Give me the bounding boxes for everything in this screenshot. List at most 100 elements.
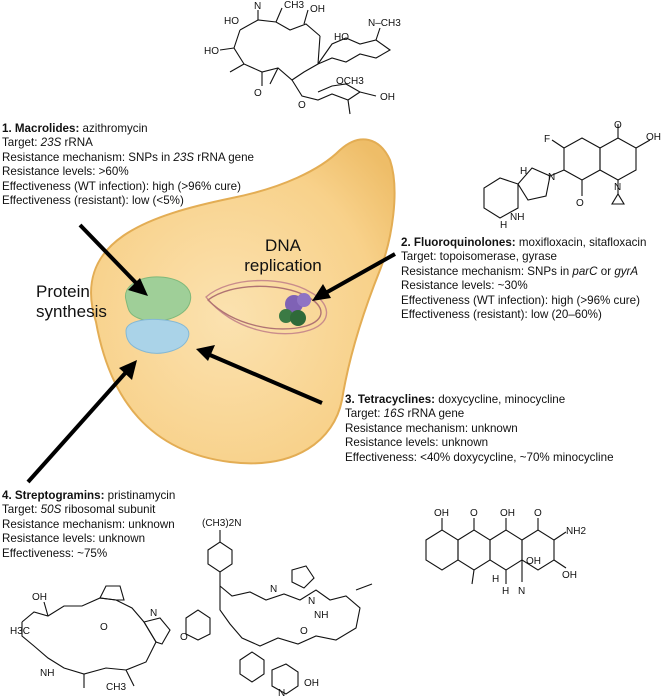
atom-n-2: N	[614, 182, 621, 193]
class-name: 3. Tetracyclines:	[345, 393, 436, 406]
ribosome-small-subunit	[125, 318, 190, 354]
fluoroquinolones-resistance: Resistance levels: ~30%	[401, 279, 528, 293]
target-suffix: rRNA gene	[404, 407, 465, 421]
streptogramins-mechanism: Resistance mechanism: unknown	[2, 517, 175, 531]
class-name: 1. Macrolides:	[2, 122, 80, 135]
protein-label-line1: Protein	[36, 282, 90, 301]
dna-label-line1: DNA	[265, 236, 301, 255]
atom-n-3: N	[548, 172, 555, 183]
drug-names: moxifloxacin, sitafloxacin	[515, 236, 647, 249]
pristinamycin-ia-structure: (CH3)2N N O N NH O OH N	[180, 518, 373, 698]
arrows	[26, 223, 396, 484]
macrolides-heading: 1. Macrolides: azithromycin	[2, 122, 254, 136]
mechanism-prefix: Resistance mechanism: SNPs in	[401, 264, 573, 278]
atom-ch3-2: CH3	[106, 682, 126, 693]
atom-o-4: O	[576, 198, 584, 209]
atom-o-3: O	[614, 120, 622, 131]
target-italic: 50S	[40, 503, 62, 517]
atom-n-ch3: N–CH3	[368, 18, 401, 29]
target-suffix: rRNA	[61, 136, 93, 150]
atom-n-4: N	[518, 586, 525, 597]
atom-oh-1: OH	[310, 4, 325, 15]
atom-n-1: N	[254, 1, 261, 12]
fluoroquinolones-mechanism: Resistance mechanism: SNPs in parC or gy…	[401, 265, 646, 279]
atom-ho-1: HO	[224, 16, 239, 27]
atom-oh-7: OH	[526, 556, 541, 567]
atom-oh-3: OH	[646, 132, 661, 143]
fluoroquinolones-target: Target: topoisomerase, gyrase	[401, 250, 557, 264]
tetracyclines-heading: 3. Tetracyclines: doxycycline, minocycli…	[345, 393, 614, 407]
target-prefix: Target:	[2, 136, 41, 150]
atom-n-8: N	[278, 688, 285, 698]
fluoroquinolones-effect-res: Effectiveness (resistant): low (20–60%)	[401, 308, 602, 322]
atom-nh2: NH2	[566, 526, 586, 537]
drug-names: pristinamycin	[104, 489, 176, 502]
streptogramins-target: Target: 50S ribosomal subunit	[2, 503, 175, 517]
atom-oh-8: OH	[32, 592, 47, 603]
class-name: 4. Streptogramins:	[2, 489, 105, 502]
tetracyclines-mechanism: Resistance mechanism: unknown	[345, 421, 518, 435]
fluoroquinolones-effect-wt: Effectiveness (WT infection): high (>96%…	[401, 293, 640, 307]
dna-label-line2: replication	[244, 256, 322, 275]
atom-nh-3: NH	[314, 610, 328, 621]
atom-nh: NH	[510, 212, 524, 223]
target-italic: 16S	[383, 407, 405, 421]
target-italic: 23S	[40, 136, 62, 150]
moxifloxacin-structure: F O OH N N O H NH H	[483, 120, 661, 230]
tetracyclines-info: 3. Tetracyclines: doxycycline, minocycli…	[345, 393, 614, 465]
atom-n-6: N	[270, 584, 277, 595]
atom-h-3: H	[492, 574, 499, 585]
atom-ho-3: HO	[334, 32, 349, 43]
macrolides-effect-res: Effectiveness (resistant): low (<5%)	[2, 194, 184, 208]
target-prefix: Target:	[2, 503, 41, 517]
atom-h-4: H	[502, 586, 509, 597]
atom-oh-4: OH	[434, 508, 449, 519]
dna-replication-label: DNA replication	[238, 236, 328, 276]
macrolides-resistance: Resistance levels: >60%	[2, 165, 129, 179]
streptogramins-info: 4. Streptogramins: pristinamycin Target:…	[2, 489, 175, 561]
atom-oh-6: OH	[562, 570, 577, 581]
atom-oh-5: OH	[500, 508, 515, 519]
fluoroquinolones-heading: 2. Fluoroquinolones: moxifloxacin, sitaf…	[401, 236, 646, 250]
protein-label-line2: synthesis	[36, 302, 107, 321]
atom-h-1: H	[520, 166, 527, 177]
atom-o-6: O	[534, 508, 542, 519]
atom-oh-9: OH	[304, 678, 319, 689]
tetracyclines-target: Target: 16S rRNA gene	[345, 407, 614, 421]
class-name: 2. Fluoroquinolones:	[401, 236, 516, 249]
streptogramins-resistance: Resistance levels: unknown	[2, 532, 146, 546]
protein-synthesis-label: Protein synthesis	[36, 282, 107, 322]
atom-ch3-1: CH3	[284, 0, 304, 11]
atom-ch3-2n: (CH3)2N	[202, 518, 241, 529]
atom-nh-2: NH	[40, 668, 54, 679]
atom-o-8: O	[180, 632, 188, 643]
drug-names: doxycycline, minocycline	[435, 393, 566, 406]
dna-strand	[205, 279, 328, 335]
atom-h-2: H	[500, 220, 507, 230]
atom-n-5: N	[150, 608, 157, 619]
atom-o-2: O	[298, 100, 306, 111]
atom-f: F	[544, 134, 550, 145]
atom-och3: OCH3	[336, 76, 364, 87]
tetracyclines-effectiveness: Effectiveness: <40% doxycycline, ~70% mi…	[345, 450, 614, 464]
macrolides-effect-wt: Effectiveness (WT infection): high (>96%…	[2, 179, 241, 193]
mechanism-italic: parC	[572, 264, 598, 278]
pristinamycin-iia-structure: OH H3C O N NH CH3	[10, 585, 171, 693]
atom-oh-2: OH	[380, 92, 395, 103]
atom-o-7: O	[100, 622, 108, 633]
atom-o-9: O	[300, 626, 308, 637]
tetracyclines-resistance: Resistance levels: unknown	[345, 436, 489, 450]
bacterial-cell	[90, 138, 396, 465]
mechanism-italic: 23S	[173, 150, 195, 164]
atom-o-5: O	[470, 508, 478, 519]
atom-o-1: O	[254, 88, 262, 99]
macrolides-target: Target: 23S rRNA	[2, 136, 254, 150]
doxycycline-structure: OH O OH O NH2 OH H H OH N	[425, 508, 586, 597]
mechanism-middle: rRNA gene	[194, 150, 254, 164]
macrolides-info: 1. Macrolides: azithromycin Target: 23S …	[2, 122, 254, 208]
atom-h3c: H3C	[10, 626, 30, 637]
target-prefix: Target:	[345, 407, 384, 421]
azithromycin-structure: HO N CH3 HO O OH N–CH3 HO OCH3 OH O	[204, 0, 401, 115]
gyrase-complex	[279, 293, 311, 326]
